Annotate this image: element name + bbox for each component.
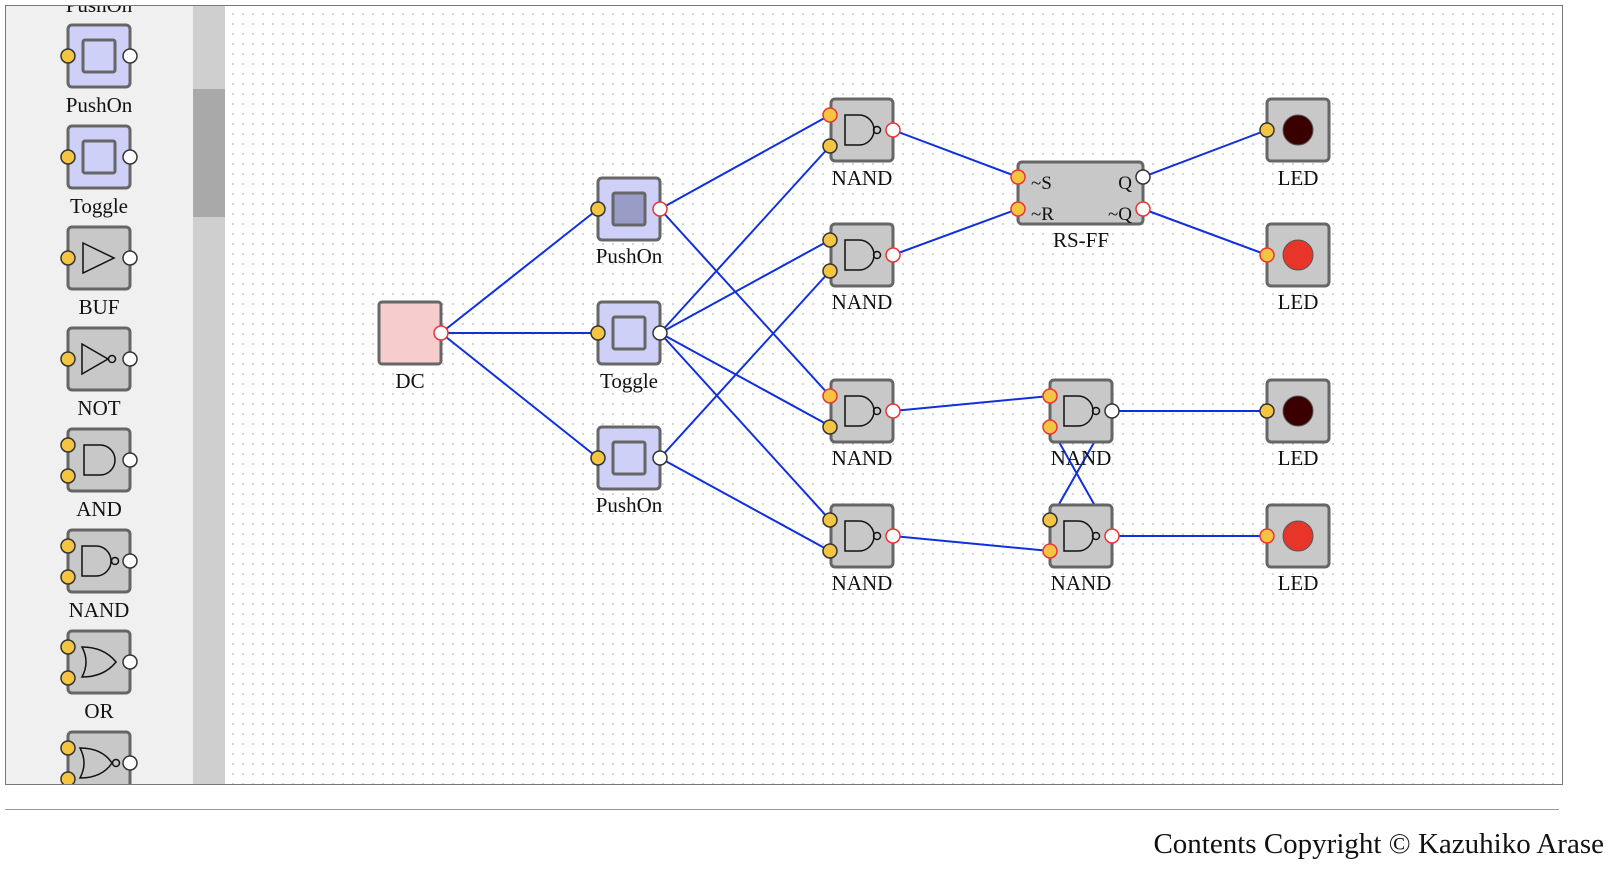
palette-item-label: NAND xyxy=(69,598,130,622)
wires xyxy=(440,114,1268,552)
palette-scrollbar-thumb[interactable] xyxy=(193,89,225,217)
palette-items: PushOn PushOn Toggle xyxy=(60,6,138,785)
palette-item-label: BUF xyxy=(79,295,120,319)
rsff-input-r-label: ~R xyxy=(1031,204,1054,225)
component-palette: PushOn PushOn Toggle xyxy=(6,6,193,784)
toggle-switch-icon xyxy=(81,139,117,175)
switch-button[interactable] xyxy=(611,315,647,351)
not-gate-icon xyxy=(81,342,117,376)
switch-button-pressed[interactable] xyxy=(611,191,647,227)
rs-flip-flop[interactable]: ~S ~R Q ~Q RS-FF xyxy=(1010,160,1151,252)
pushon-switch-icon xyxy=(81,38,117,74)
led-1: LED xyxy=(1259,97,1331,190)
nor-gate-icon xyxy=(78,747,121,779)
nand-gate-5[interactable]: NAND xyxy=(1042,378,1120,470)
footer-divider xyxy=(5,809,1559,810)
nand-gate-icon xyxy=(81,545,120,577)
palette-item-or[interactable]: OR xyxy=(60,629,138,723)
led-lamp-off xyxy=(1282,114,1314,146)
palette-clipped-label: PushOn xyxy=(66,6,133,17)
gate-label: NAND xyxy=(832,166,893,190)
pushon-switch-top[interactable]: PushOn xyxy=(590,176,668,268)
gate-label: NAND xyxy=(1051,571,1112,595)
palette-item-and[interactable]: AND xyxy=(60,427,138,521)
nand-gate-1[interactable]: NAND xyxy=(822,97,901,190)
rsff-input-s-label: ~S xyxy=(1031,173,1052,194)
buffer-gate-icon xyxy=(82,241,116,275)
or-gate-icon xyxy=(80,646,117,678)
nand-gate-6[interactable]: NAND xyxy=(1042,503,1120,595)
nand-gate-2[interactable]: NAND xyxy=(822,222,901,314)
led-lamp-off xyxy=(1282,395,1314,427)
palette-item-buf[interactable]: BUF xyxy=(60,225,138,319)
palette-item-label: PushOn xyxy=(66,93,133,117)
switch-button[interactable] xyxy=(611,440,647,476)
rsff-output-nq-label: ~Q xyxy=(1108,204,1132,225)
led-label: LED xyxy=(1278,166,1319,190)
led-lamp-on xyxy=(1282,239,1314,271)
switch-label: PushOn xyxy=(596,244,663,268)
led-label: LED xyxy=(1278,290,1319,314)
pushon-switch-bottom[interactable]: PushOn xyxy=(590,425,668,517)
switch-label: Toggle xyxy=(600,369,658,393)
palette-item-label: AND xyxy=(76,497,122,521)
palette-item-toggle[interactable]: Toggle xyxy=(60,124,138,218)
dc-source[interactable]: DC xyxy=(377,300,449,393)
switch-label: PushOn xyxy=(596,493,663,517)
simulator-window: PushOn PushOn Toggle xyxy=(5,5,1563,785)
gate-label: NAND xyxy=(832,571,893,595)
circuit-diagram: DC PushOn Toggle xyxy=(377,97,1331,595)
copyright-footer: Contents Copyright © Kazuhiko Arase xyxy=(1153,828,1604,860)
nand-gate-4[interactable]: NAND xyxy=(822,503,901,595)
led-3: LED xyxy=(1259,378,1331,470)
gate-label: NAND xyxy=(832,290,893,314)
rsff-output-q-label: Q xyxy=(1118,173,1132,194)
rsff-label: RS-FF xyxy=(1053,228,1109,252)
led-lamp-on xyxy=(1282,520,1314,552)
palette-item-label: Toggle xyxy=(70,194,128,218)
circuit-canvas[interactable]: DC PushOn Toggle xyxy=(225,6,1562,784)
dc-label: DC xyxy=(395,369,424,393)
toggle-switch[interactable]: Toggle xyxy=(590,300,668,393)
nand-gate-3[interactable]: NAND xyxy=(822,378,901,470)
palette-item-label: OR xyxy=(84,699,113,723)
led-label: LED xyxy=(1278,446,1319,470)
gate-label: NAND xyxy=(832,446,893,470)
gate-label: NAND xyxy=(1051,446,1112,470)
led-2: LED xyxy=(1259,222,1331,314)
palette-item-label: NOT xyxy=(77,396,120,420)
palette-item-pushon[interactable]: PushOn xyxy=(60,23,138,117)
led-label: LED xyxy=(1278,571,1319,595)
palette-scrollbar[interactable] xyxy=(193,6,225,784)
led-4: LED xyxy=(1259,503,1331,595)
palette-item-not[interactable]: NOT xyxy=(60,326,138,420)
palette-item-nor[interactable] xyxy=(60,730,138,785)
palette-item-nand[interactable]: NAND xyxy=(60,528,138,622)
and-gate-icon xyxy=(83,444,116,476)
